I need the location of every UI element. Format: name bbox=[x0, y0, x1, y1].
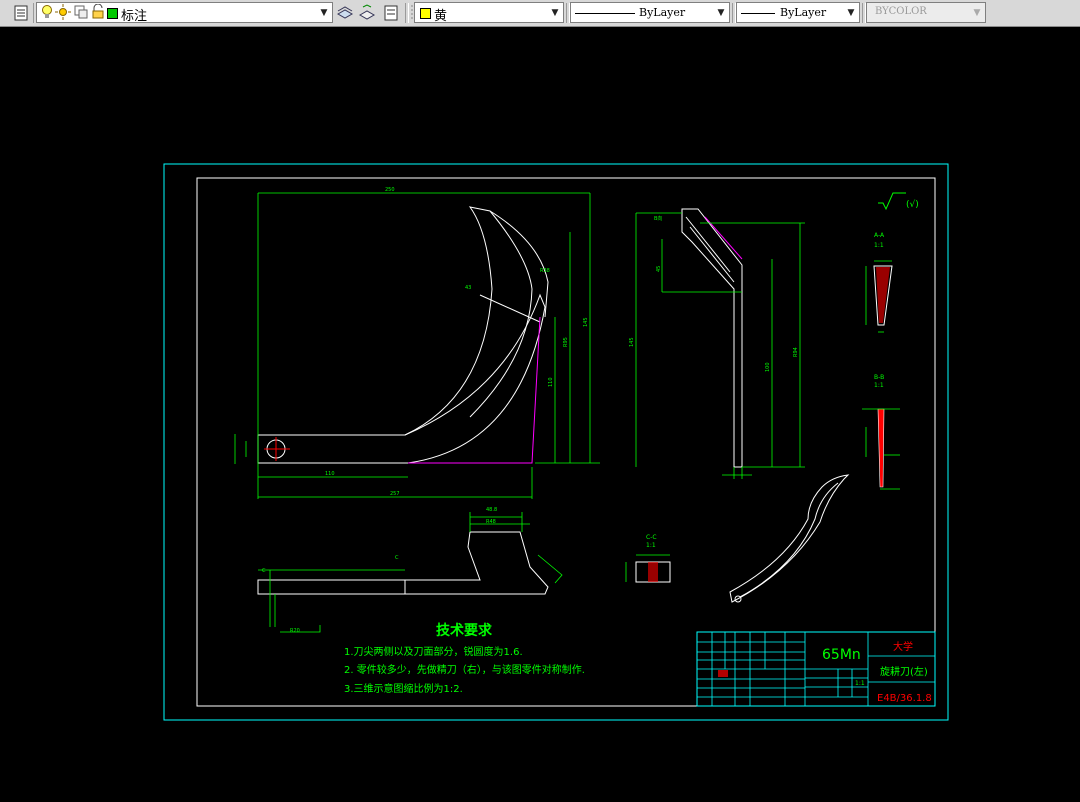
svg-text:145: 145 bbox=[583, 317, 589, 327]
part-name-label: 旋耕刀(左) bbox=[880, 665, 928, 678]
section-c: C-C 1:1 bbox=[625, 534, 671, 583]
svg-text:100: 100 bbox=[765, 362, 771, 372]
svg-text:250: 250 bbox=[385, 187, 395, 193]
viewport-freeze-icon[interactable] bbox=[73, 4, 89, 23]
layer-properties-icon[interactable] bbox=[12, 3, 32, 23]
svg-text:45: 45 bbox=[656, 266, 662, 272]
svg-text:110: 110 bbox=[548, 377, 554, 387]
svg-text:C: C bbox=[262, 568, 266, 574]
make-current-layer-icon[interactable] bbox=[335, 3, 355, 23]
drawing-frame bbox=[196, 177, 936, 707]
section-b-label: B-B bbox=[874, 374, 884, 381]
side-view-dimensions bbox=[635, 212, 805, 479]
color-swatch bbox=[420, 8, 431, 19]
section-a-label: A-A bbox=[874, 232, 885, 239]
toolbar-separator bbox=[566, 3, 570, 23]
svg-text:C: C bbox=[395, 555, 399, 561]
university-label: 大学 bbox=[893, 640, 913, 653]
toolbar-separator bbox=[862, 3, 866, 23]
properties-toolbar: 标注 ▼ 黄 ▼ ByLayer ▼ ByLayer ▼ BYCOLOR ▼ bbox=[0, 0, 1080, 27]
layer-name: 标注 bbox=[121, 9, 148, 24]
iso-view bbox=[729, 474, 850, 603]
svg-text:110: 110 bbox=[325, 471, 335, 477]
tech-item-1: 1.刀尖两侧以及刀面部分，锐圆度为1.6. bbox=[344, 645, 523, 658]
section-b: B-B 1:1 bbox=[862, 374, 900, 490]
svg-text:1:1: 1:1 bbox=[874, 382, 884, 389]
chevron-down-icon[interactable]: ▼ bbox=[551, 7, 559, 18]
top-view-dimensions bbox=[258, 512, 563, 633]
top-view-dim-text: 48.8 R48 R20 C C bbox=[262, 507, 497, 634]
plotstyle-dropdown[interactable]: BYCOLOR ▼ bbox=[866, 2, 986, 23]
svg-text:(√): (√) bbox=[906, 199, 919, 210]
material-label: 65Mn bbox=[822, 647, 861, 663]
tech-title: 技术要求 bbox=[436, 622, 493, 639]
drawing-number-label: E4B/36.1.8 bbox=[877, 693, 932, 704]
side-view-dim-text: B向 145 45 R94 100 bbox=[629, 215, 799, 372]
chevron-down-icon[interactable]: ▼ bbox=[717, 7, 725, 18]
roughness-symbol: (√) bbox=[878, 192, 919, 211]
scale-label: 1:1 bbox=[855, 680, 865, 687]
tech-item-3: 3.三维示意图缩比例为1:2. bbox=[344, 682, 463, 695]
linetype-sample bbox=[575, 13, 635, 14]
front-view bbox=[257, 206, 549, 464]
side-view bbox=[681, 208, 743, 468]
svg-text:R38: R38 bbox=[540, 268, 550, 274]
tech-item-2: 2. 零件较多少，先做精刀（右），与该图零件对称制作. bbox=[344, 663, 585, 676]
layer-previous-icon[interactable] bbox=[357, 3, 377, 23]
front-view-dim-text: 250 110 257 145 R95 110 R38 43 bbox=[325, 187, 589, 497]
technical-requirements: 技术要求 1.刀尖两侧以及刀面部分，锐圆度为1.6. 2. 零件较多少，先做精刀… bbox=[344, 622, 585, 695]
svg-text:1:1: 1:1 bbox=[646, 542, 656, 549]
side-view-accent bbox=[704, 216, 743, 260]
svg-text:R48: R48 bbox=[486, 519, 496, 525]
lineweight-dropdown[interactable]: ByLayer ▼ bbox=[736, 2, 860, 23]
plotstyle-label: BYCOLOR bbox=[875, 6, 927, 17]
top-view bbox=[257, 531, 549, 595]
svg-text:R20: R20 bbox=[290, 628, 300, 634]
svg-text:R94: R94 bbox=[793, 347, 799, 357]
linetype-dropdown[interactable]: ByLayer ▼ bbox=[570, 2, 730, 23]
chevron-down-icon[interactable]: ▼ bbox=[847, 7, 855, 18]
svg-text:B向: B向 bbox=[654, 215, 662, 222]
title-block: 65Mn 大学 旋耕刀(左) E4B/36.1.8 1:1 bbox=[696, 631, 936, 707]
svg-text:R95: R95 bbox=[563, 337, 569, 347]
chevron-down-icon[interactable]: ▼ bbox=[973, 7, 981, 18]
layer-states-icon[interactable] bbox=[381, 3, 401, 23]
toolbar-separator bbox=[405, 3, 409, 23]
svg-text:1:1: 1:1 bbox=[874, 242, 884, 249]
grip-handle-icon[interactable] bbox=[409, 3, 415, 23]
lightbulb-icon[interactable] bbox=[40, 4, 54, 23]
svg-text:48.8: 48.8 bbox=[486, 507, 497, 513]
svg-text:257: 257 bbox=[390, 491, 400, 497]
chevron-down-icon[interactable]: ▼ bbox=[320, 7, 328, 18]
drawing-canvas[interactable]: 250 110 257 145 R95 110 R38 43 B向 145 45… bbox=[0, 27, 1080, 802]
lineweight-sample bbox=[741, 13, 775, 14]
front-view-accent bbox=[408, 316, 541, 464]
layer-dropdown[interactable]: 标注 ▼ bbox=[36, 2, 333, 24]
layer-color-swatch bbox=[107, 8, 118, 19]
section-a: A-A 1:1 bbox=[865, 232, 893, 333]
svg-text:145: 145 bbox=[629, 337, 635, 347]
front-view-dimensions bbox=[234, 192, 600, 499]
sun-icon[interactable] bbox=[55, 4, 71, 23]
color-name: 黄 bbox=[434, 9, 448, 24]
sheet-border bbox=[163, 163, 949, 721]
lineweight-label: ByLayer bbox=[780, 6, 827, 19]
color-dropdown[interactable]: 黄 ▼ bbox=[414, 2, 564, 24]
svg-text:43: 43 bbox=[465, 285, 471, 291]
toolbar-separator bbox=[732, 3, 736, 23]
linetype-label: ByLayer bbox=[639, 6, 686, 19]
section-c-label: C-C bbox=[646, 534, 657, 541]
lock-icon[interactable] bbox=[91, 3, 105, 23]
